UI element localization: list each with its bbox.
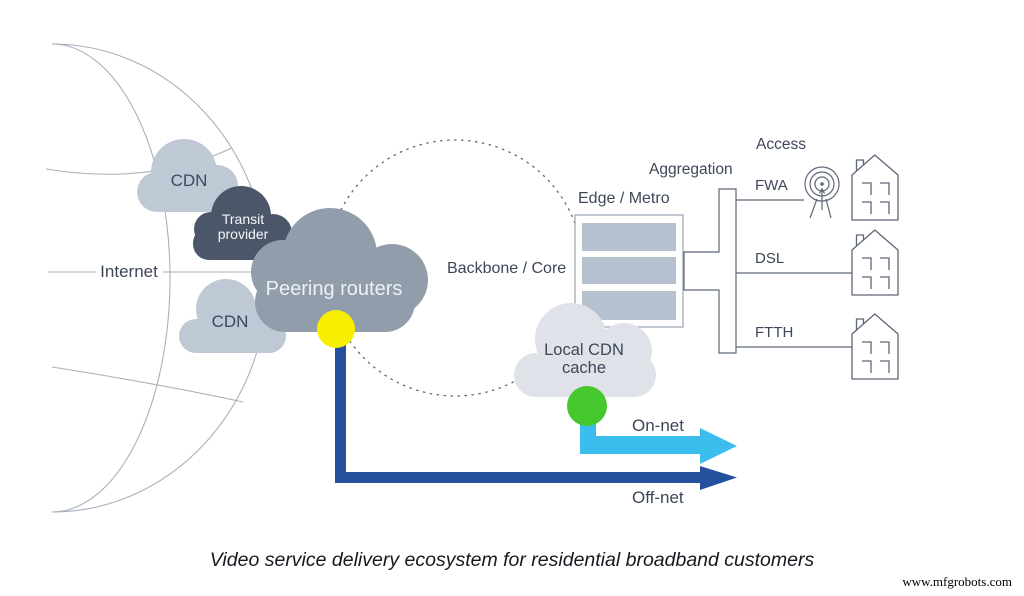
cdn-bottom-label: CDN [211, 312, 249, 331]
backbone-core-label: Backbone / Core [447, 260, 567, 277]
server-stack-icon [574, 214, 684, 328]
local-cdn-cache-cloud-icon [514, 303, 656, 397]
local-cdn-cache-label: Local CDN cache [544, 341, 624, 378]
access-lines [736, 199, 852, 348]
peering-point-dot [317, 310, 355, 348]
house-icon-ftth [851, 313, 899, 380]
access-tech-dsl-label: DSL [755, 250, 785, 267]
cdn-bottom-cloud-icon [179, 279, 286, 353]
access-title: Access [756, 136, 806, 153]
house-icon-dsl [851, 229, 899, 296]
antenna-icon [804, 166, 840, 219]
watermark-text: www.mfgrobots.com [902, 574, 1012, 589]
aggregation-bracket [683, 188, 737, 354]
peering-routers-label: Peering routers [265, 278, 403, 300]
off-net-arrow [335, 329, 737, 490]
cache-point-dot [567, 386, 607, 426]
off-net-label: Off-net [632, 488, 684, 507]
internet-label: Internet [100, 262, 158, 281]
access-tech-ftth-label: FTTH [755, 324, 794, 341]
peering-routers-cloud-icon [251, 208, 428, 332]
transit-provider-label: Transit provider [217, 211, 269, 242]
aggregation-label: Aggregation [649, 161, 733, 178]
access-tech-fwa-label: FWA [755, 177, 788, 194]
figure-caption: Video service delivery ecosystem for res… [209, 549, 815, 571]
on-net-label: On-net [632, 416, 684, 435]
edge-metro-label: Edge / Metro [578, 190, 670, 207]
cdn-top-label: CDN [170, 171, 208, 190]
house-icon-fwa [851, 154, 899, 221]
